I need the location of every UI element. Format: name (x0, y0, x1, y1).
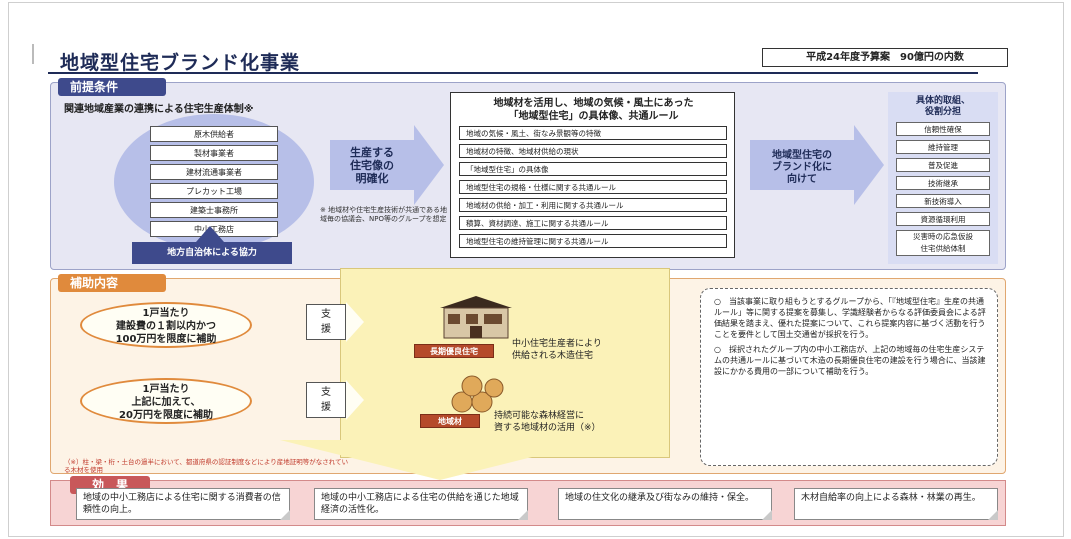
support-char: 支 (321, 309, 331, 320)
page-fold-icon (762, 510, 772, 520)
oval-line: 1戸当たり (142, 308, 190, 319)
caption-line: 供給される木造住宅 (512, 351, 594, 361)
initiative-item: 普及促進 (896, 158, 990, 172)
right-arrow-icon (346, 302, 364, 342)
long-life-house-tag: 長期優良住宅 (414, 344, 494, 358)
local-wood-tag: 地域材 (420, 414, 480, 428)
effect-item: 地域の住文化の継承及び街なみの維持・保全。 (558, 488, 772, 520)
subsidy-tab: 補助内容 (58, 274, 166, 292)
arrow-line: 生産する (350, 146, 394, 159)
initiative-item: 信頼性確保 (896, 122, 990, 136)
initiative-item: 新技術導入 (896, 194, 990, 208)
premise-tab: 前提条件 (58, 78, 166, 96)
subsidy-oval-1: 1戸当たり 建設費の１割以内かつ 100万円を限度に補助 (80, 302, 252, 348)
spec-row: 地域型住宅の規格・仕様に関する共通ルール (459, 180, 727, 194)
participant-item: 原木供給者 (150, 126, 278, 142)
selection-process-text: ○ 当該事業に取り組もうとするグループから、「『地域型住宅』生産の共通ルール」等… (714, 296, 988, 377)
participant-item: プレカット工場 (150, 183, 278, 199)
spec-row: 地域型住宅の維持管理に関する共通ルール (459, 234, 727, 248)
participant-item: 製材事業者 (150, 145, 278, 161)
spec-row: 地域材の特徴、地域材供給の現状 (459, 144, 727, 158)
support-char: 支 (321, 387, 331, 398)
budget-label: 平成24年度予算案 90億円の内数 (762, 48, 1008, 67)
margin-mark (32, 44, 34, 64)
support-label-1: 支 援 (306, 304, 346, 340)
branding-arrow (750, 140, 854, 190)
page-fold-icon (518, 510, 528, 520)
caption-line: 中小住宅生産者により (512, 339, 602, 349)
oval-line: 100万円を限度に補助 (115, 334, 217, 345)
arrow-line: 住宅像の (350, 159, 394, 172)
arrow-line: ブランド化に (772, 162, 832, 173)
local-government-box: 地方自治体による協力 (132, 242, 292, 264)
initiative-line: 住宅供給体制 (920, 244, 966, 253)
initiative-item: 資源循環利用 (896, 212, 990, 226)
oval-line: 建設費の１割以内かつ (116, 321, 216, 332)
right-arrow-icon (414, 125, 444, 205)
subsidy-oval-2: 1戸当たり 上記に加えて、 20万円を限度に補助 (80, 378, 252, 424)
participant-item: 建築士事務所 (150, 202, 278, 218)
oval-line: 上記に加えて、 (131, 397, 201, 408)
page-fold-icon (280, 510, 290, 520)
spec-row: 積算、資材調達、施工に関する共通ルール (459, 216, 727, 230)
timber-logs-icon (451, 375, 504, 413)
wood-caption: 持続可能な森林経営に 資する地域材の活用（※） (494, 410, 654, 434)
spec-row: 「地域型住宅」の具体像 (459, 162, 727, 176)
wooden-house-icon (440, 296, 512, 339)
right-arrow-icon (854, 125, 884, 205)
group-note: ※ 地域材や住宅生産技術が共通である地域毎の協議会、NPO等のグループを想定 (320, 206, 448, 223)
right-arrow-icon (346, 380, 364, 420)
clarify-arrow-text: 生産する 住宅像の 明確化 (334, 146, 410, 185)
premise-subtitle: 関連地域産業の連携による住宅生産体制※ (64, 104, 254, 115)
initiative-item: 維持管理 (896, 140, 990, 154)
initiative-item: 技術継承 (896, 176, 990, 190)
house-caption: 中小住宅生産者により 供給される木造住宅 (512, 338, 642, 362)
caption-line: 資する地域材の活用（※） (494, 423, 601, 433)
up-arrow-stem (203, 238, 217, 244)
support-label-2: 支 援 (306, 382, 346, 418)
spec-title-line: 「地域型住宅」の具体像、共通ルール (508, 111, 679, 122)
page-fold-icon (988, 510, 998, 520)
initiative-item-disaster: 災害時の応急仮設 住宅供給体制 (896, 230, 990, 256)
highlight-pointer (280, 440, 600, 480)
process-paragraph: ○ 当該事業に取り組もうとするグループから、「『地域型住宅』生産の共通ルール」等… (714, 297, 986, 339)
effect-item: 地域の中小工務店による住宅に関する消費者の信頼性の向上。 (76, 488, 290, 520)
spec-box-title: 地域材を活用し、地域の気候・風土にあった 「地域型住宅」の具体像、共通ルール (451, 97, 736, 123)
slide-frame (8, 2, 1064, 537)
oval-line: 20万円を限度に補助 (119, 410, 213, 421)
caption-line: 持続可能な森林経営に (494, 411, 585, 421)
selection-process-box (700, 288, 998, 466)
arrow-line: 明確化 (355, 172, 389, 185)
oval-line: 1戸当たり (142, 384, 190, 395)
initiatives-title-line: 役割分担 (924, 107, 961, 117)
wood-certification-note: （※）柱・梁・桁・土台の過半において、都道府県の認証制度などにより産地証明等がな… (64, 458, 349, 474)
arrow-line: 向けて (787, 174, 817, 185)
support-char: 援 (321, 324, 331, 335)
participant-item: 建材流通事業者 (150, 164, 278, 180)
support-char: 援 (321, 402, 331, 413)
branding-arrow-text: 地域型住宅の ブランド化に 向けて (754, 150, 850, 186)
arrow-line: 地域型住宅の (772, 150, 832, 161)
spec-row: 地域材の供給・加工・利用に関する共通ルール (459, 198, 727, 212)
spec-row: 地域の気候・風土、街なみ景観等の特徴 (459, 126, 727, 140)
initiatives-title-line: 具体的取組、 (915, 96, 970, 106)
process-paragraph: ○ 採択されたグループ内の中小工務店が、上記の地域毎の住宅生産システムの共通ルー… (714, 345, 986, 376)
page-title: 地域型住宅ブランド化事業 (60, 52, 301, 74)
clarify-arrow (330, 140, 414, 190)
spec-title-line: 地域材を活用し、地域の気候・風土にあった (493, 98, 694, 109)
effect-item: 地域の中小工務店による住宅の供給を通じた地域経済の活性化。 (314, 488, 528, 520)
effect-item: 木材自給率の向上による森林・林業の再生。 (794, 488, 998, 520)
initiatives-title: 具体的取組、 役割分担 (888, 96, 998, 118)
subsidy-highlight-panel (340, 268, 670, 458)
title-underline (48, 72, 978, 74)
initiative-line: 災害時の応急仮設 (913, 232, 973, 241)
